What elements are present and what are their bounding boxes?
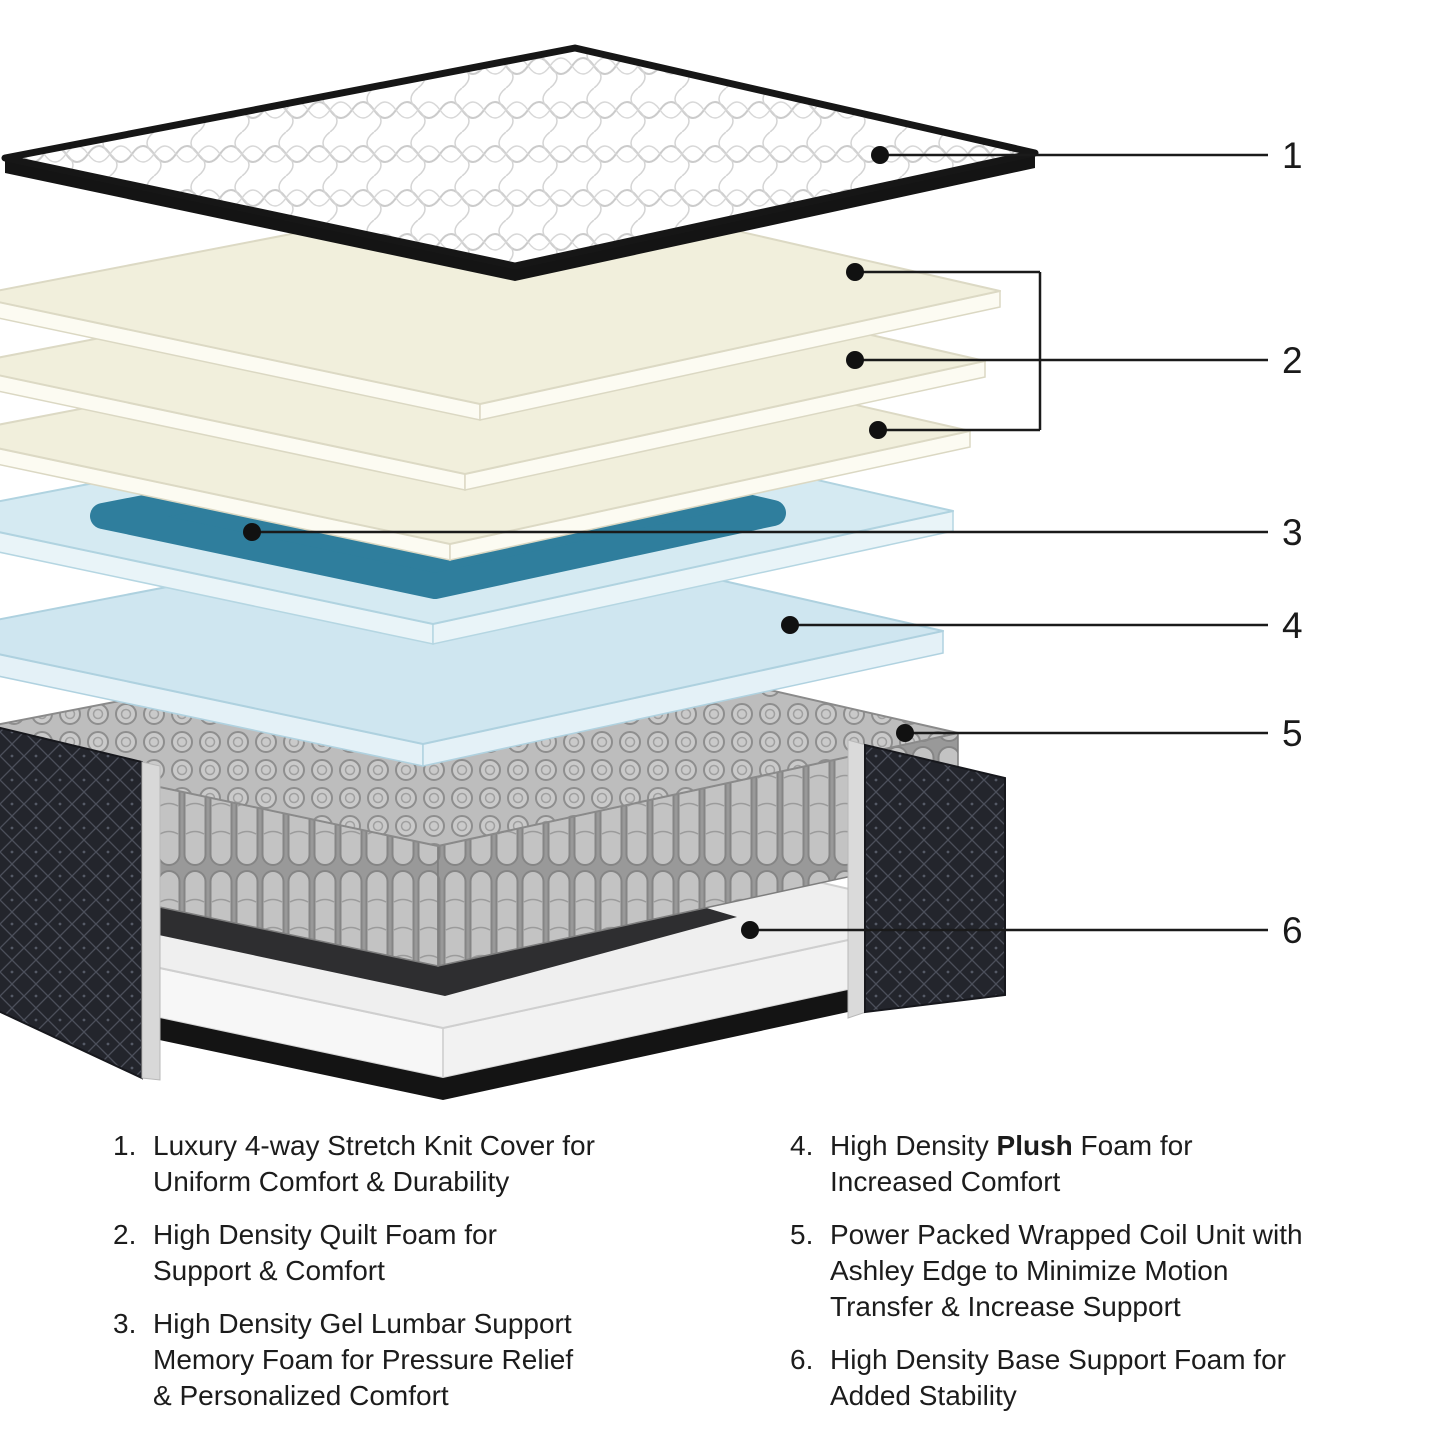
legend-item-6-text: High Density Base Support Foam for Added…	[830, 1342, 1286, 1414]
legend-item-1-line-1: Luxury 4-way Stretch Knit Cover for	[153, 1130, 595, 1161]
legend-item-2-line-2: Support & Comfort	[153, 1255, 385, 1286]
legend-item-1-line-2: Uniform Comfort & Durability	[153, 1166, 510, 1197]
legend-item-5-line-2: Ashley Edge to Minimize Motion	[830, 1255, 1229, 1286]
callout-number-3: 3	[1282, 512, 1303, 553]
callout-number-2: 2	[1282, 340, 1303, 381]
callout-dots	[243, 146, 914, 939]
legend-item-5-text: Power Packed Wrapped Coil Unit with Ashl…	[830, 1217, 1303, 1325]
fabric-panel-right	[864, 743, 1006, 1014]
legend-item-4-text: High Density Plush Foam for Increased Co…	[830, 1128, 1193, 1200]
callout-dot-4	[781, 616, 799, 634]
legend-column-left: 1. Luxury 4-way Stretch Knit Cover for U…	[113, 1128, 713, 1431]
callout-number-1: 1	[1282, 135, 1303, 176]
legend-item-1-text: Luxury 4-way Stretch Knit Cover for Unif…	[153, 1128, 595, 1200]
legend-item-4-bold-word: Plush	[996, 1130, 1073, 1161]
legend-item-3-text: High Density Gel Lumbar Support Memory F…	[153, 1306, 573, 1414]
stretch-knit-cover-layer	[1, 44, 1039, 281]
legend-item-4-line-1: High Density Plush Foam for	[830, 1128, 1193, 1164]
quilt-foam-1-top-face	[0, 185, 1001, 405]
base-fabric-panels	[0, 726, 1006, 1081]
legend-item-6-line-1: High Density Base Support Foam for	[830, 1344, 1286, 1375]
legend-item-2-number: 2.	[113, 1219, 137, 1250]
legend-item-3-line-2: Memory Foam for Pressure Relief	[153, 1344, 574, 1375]
legend-item-4: 4. High Density Plush Foam for Increased…	[790, 1128, 1390, 1200]
quilt-foam-layer-1	[0, 185, 1001, 421]
legend-item-3: 3. High Density Gel Lumbar Support Memor…	[113, 1306, 713, 1414]
legend-item-3-line-3: & Personalized Comfort	[153, 1380, 449, 1411]
legend-item-1-number: 1.	[113, 1130, 137, 1161]
callout-dot-2a	[846, 263, 864, 281]
callout-number-6: 6	[1282, 910, 1303, 951]
legend-item-6-line-2: Added Stability	[830, 1380, 1017, 1411]
legend-item-4-line-2: Increased Comfort	[830, 1166, 1061, 1197]
legend-item-6: 6. High Density Base Support Foam for Ad…	[790, 1342, 1390, 1414]
callout-number-5: 5	[1282, 713, 1303, 754]
callout-dot-2b	[846, 351, 864, 369]
callout-dot-6	[741, 921, 759, 939]
callout-numbers: 1 2 3 4 5 6	[1282, 135, 1303, 951]
callouts	[252, 153, 1268, 932]
legend-item-2-text: High Density Quilt Foam for Support & Co…	[153, 1217, 497, 1289]
legend-item-5-line-3: Transfer & Increase Support	[830, 1291, 1181, 1322]
legend-item-5-line-1: Power Packed Wrapped Coil Unit with	[830, 1219, 1303, 1250]
base-bottom-band-right	[443, 965, 963, 1100]
callout-number-4: 4	[1282, 605, 1303, 646]
legend-item-4-line-1-post: Foam for	[1072, 1130, 1193, 1161]
legend-item-3-line-1: High Density Gel Lumbar Support	[153, 1308, 572, 1339]
legend-item-5-number: 5.	[790, 1219, 814, 1250]
legend-item-2: 2. High Density Quilt Foam for Support &…	[113, 1217, 713, 1289]
legend-item-4-number: 4.	[790, 1130, 814, 1161]
fabric-panel-left-edge-foam	[141, 761, 161, 1081]
callout-dot-5	[896, 724, 914, 742]
legend-column-right: 4. High Density Plush Foam for Increased…	[790, 1128, 1390, 1431]
legend-item-4-line-1-pre: High Density	[830, 1130, 997, 1161]
legend-item-2-line-1: High Density Quilt Foam for	[153, 1219, 497, 1250]
fabric-panel-left	[0, 726, 143, 1080]
legend-item-3-number: 3.	[113, 1308, 137, 1339]
callout-dot-2c	[869, 421, 887, 439]
legend-item-1: 1. Luxury 4-way Stretch Knit Cover for U…	[113, 1128, 713, 1200]
fabric-panel-right-edge-foam	[847, 739, 867, 1019]
cover-top-face	[1, 44, 1039, 270]
legend-item-5: 5. Power Packed Wrapped Coil Unit with A…	[790, 1217, 1390, 1325]
legend-item-6-number: 6.	[790, 1344, 814, 1375]
callout-dot-1	[871, 146, 889, 164]
callout-dot-3	[243, 523, 261, 541]
